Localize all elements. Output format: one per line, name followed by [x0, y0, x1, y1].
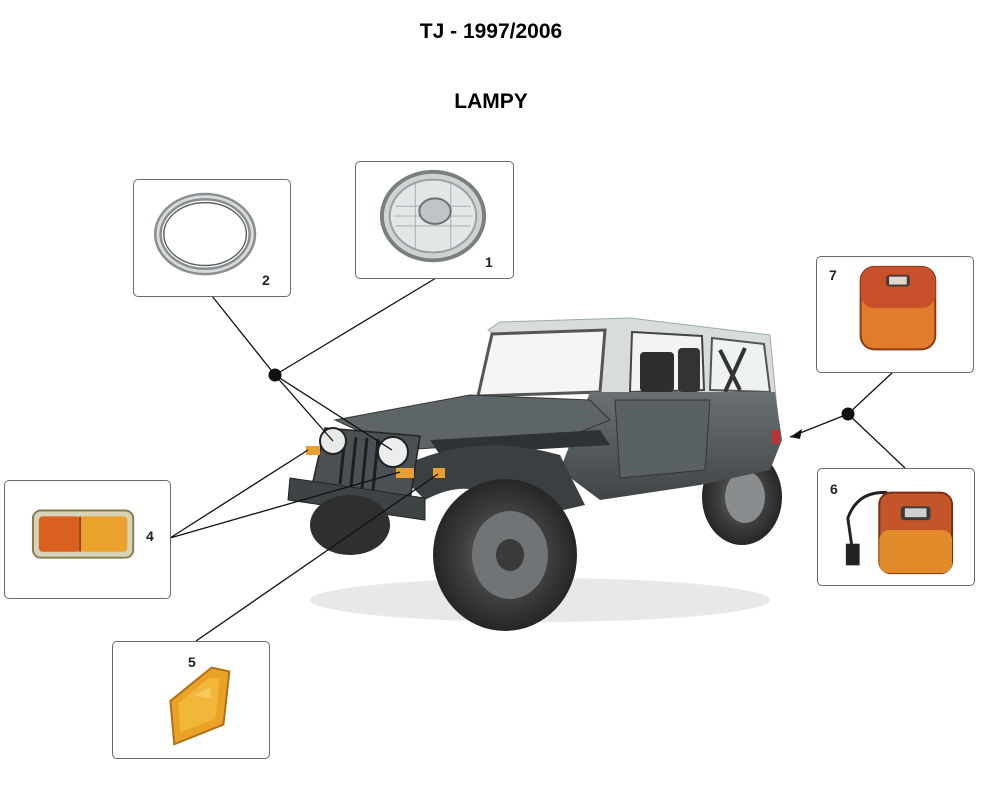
part-callout-1[interactable]: 1	[355, 161, 514, 279]
part-number-5: 5	[188, 654, 196, 670]
junction-dot-headlamp	[268, 368, 282, 382]
part-number-7: 7	[829, 267, 837, 283]
model-title: TJ - 1997/2006	[419, 20, 563, 43]
leader-lines	[169, 277, 906, 642]
tail-lamp-with-connector-icon	[845, 491, 954, 575]
tail-lamp-icon	[859, 265, 937, 351]
front-turn-signal-lamp-icon	[31, 509, 135, 559]
part-callout-6[interactable]: 6	[817, 468, 975, 586]
jeep-vehicle-illustration	[287, 317, 782, 631]
arrow-head-tail	[790, 429, 802, 439]
part-number-4: 4	[146, 528, 154, 544]
part-number-6: 6	[830, 481, 838, 497]
part-callout-2[interactable]: 2	[133, 179, 291, 297]
part-callout-5[interactable]: 5	[112, 641, 270, 759]
junction-dot-tail	[841, 407, 855, 421]
part-number-1: 1	[485, 254, 493, 270]
side-marker-lamp-icon	[169, 666, 231, 746]
headlamp-icon	[379, 169, 487, 263]
part-callout-4[interactable]: 4	[4, 480, 171, 599]
part-number-2: 2	[262, 272, 270, 288]
part-callout-7[interactable]: 7	[816, 256, 974, 373]
headlamp-bezel-ring-icon	[154, 192, 257, 276]
section-title: LAMPY	[454, 90, 528, 113]
